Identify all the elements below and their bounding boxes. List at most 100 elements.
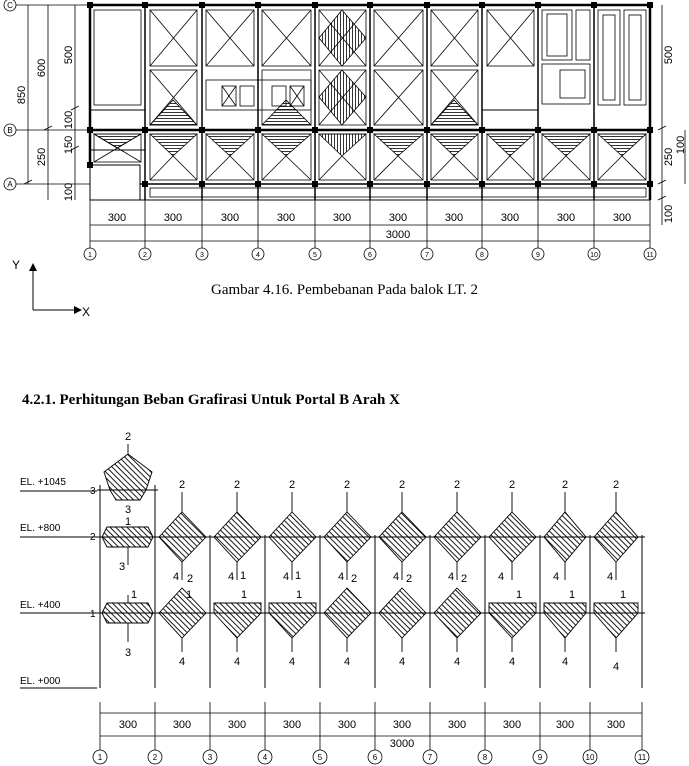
top-load-5: 2 [399,479,405,491]
bay-dim-6: 300 [389,212,407,224]
bay-dim-9: 300 [557,212,575,224]
dim-100-right-a: 100 [675,136,687,154]
lvl1-above-0: 1 [131,589,137,601]
bay-dim-10: 300 [613,212,631,224]
lvl2-small-3: 1 [295,570,301,582]
portal-bay-dim-5: 300 [338,719,356,731]
roof-load-mid: 1 [125,516,131,528]
col-label-5: 5 [313,252,317,259]
lvl1-below-1: 4 [179,656,185,668]
col-axis-bubbles [83,247,657,261]
portal-frame [20,485,645,689]
plan-panels-bottom [92,133,648,198]
elevation-000: EL. +000 [20,676,61,687]
plan-grid [88,3,652,201]
lvl1-below-0: 3 [125,647,131,659]
lvl1-above-7: 1 [516,589,522,601]
axis-y-label: Y [12,258,20,272]
row-label-a: A [7,180,13,189]
dim-500-right: 500 [663,46,675,64]
portal-col-3: 3 [208,753,213,762]
lvl2-small-4: 2 [351,573,357,585]
roof-load [103,453,153,501]
elevation-1045: EL. +1045 [20,477,66,488]
col-label-3: 3 [200,252,204,259]
row-label-b: B [7,126,12,135]
portal-bay-dim-1: 300 [119,719,137,731]
lvl2-below-1: 4 [173,571,179,583]
figure-caption: Gambar 4.16. Pembebanan Pada balok LT. 2 [210,282,479,298]
top-load-6: 2 [454,479,460,491]
lvl2-below-7: 4 [498,571,504,583]
level-num-2: 2 [90,532,96,543]
lvl2-below-8: 4 [553,571,559,583]
elevation-400: EL. +400 [20,600,61,611]
lvl2-below-2: 4 [228,571,234,583]
lvl1-above-3: 1 [296,589,302,601]
bay-dim-7: 300 [445,212,463,224]
lvl1-below-7: 4 [509,656,515,668]
dim-150-left: 150 [63,136,75,154]
bottom-dim-lines [89,200,651,250]
level-num-1: 1 [90,609,96,620]
portal-col-10: 10 [586,753,595,762]
lvl2-small-2: 1 [240,570,246,582]
portal-col-1: 1 [98,753,103,762]
section-heading: 4.2.1. Perhitungan Beban Grafirasi Untuk… [22,392,400,408]
portal-bay-dim-8: 300 [503,719,521,731]
portal-dim-lines [99,702,643,752]
lvl2-below-9: 4 [607,571,613,583]
level-loads [101,511,639,639]
lvl1-below-6: 4 [454,656,460,668]
top-load-4: 2 [344,479,350,491]
lvl2-below-6: 4 [448,571,454,583]
portal-total-dim: 3000 [390,738,414,750]
col-label-9: 9 [536,252,540,259]
elevation-800: EL. +800 [20,523,61,534]
bay-dim-2: 300 [164,212,182,224]
level-num-3: 3 [90,486,96,497]
lvl2-below-4: 4 [338,571,344,583]
right-dim-lines [657,5,686,225]
bay-dim-1: 300 [108,212,126,224]
col-label-2: 2 [143,252,147,259]
col-label-11: 11 [646,252,653,259]
lvl1-below-5: 4 [399,656,405,668]
top-load-2: 2 [234,479,240,491]
portal-bay-dim-10: 300 [607,719,625,731]
plan-panels-top [93,9,647,126]
portal-col-9: 9 [538,753,543,762]
portal-col-2: 2 [153,753,158,762]
lvl1-below-4: 4 [344,656,350,668]
bay-dim-8: 300 [501,212,519,224]
bay-dim-5: 300 [333,212,351,224]
portal-bay-dim-9: 300 [556,719,574,731]
lvl1-below-9: 4 [613,661,619,673]
dim-250: 250 [36,148,48,166]
col-label-6: 6 [368,252,372,259]
portal-col-11: 11 [638,753,647,762]
portal-col-5: 5 [318,753,323,762]
col-label-10: 10 [590,252,598,259]
top-load-1: 2 [179,479,185,491]
portal-col-8: 8 [483,753,488,762]
lvl1-above-2: 1 [241,589,247,601]
row-label-c: C [7,1,13,10]
portal-bay-dim-2: 300 [173,719,191,731]
left-dim-lines [23,5,80,200]
floor-plan: C B A 850 600 250 500 100 150 100 500 25… [3,0,687,261]
plan-hatch-centre [149,9,479,126]
top-load-9: 2 [613,479,619,491]
lvl1-below-8: 4 [562,656,568,668]
lvl2-small-6: 2 [461,573,467,585]
dim-500-left: 500 [63,46,75,64]
portal-col-7: 7 [428,753,433,762]
bay-dim-4: 300 [277,212,295,224]
lvl1-below-2: 4 [234,656,240,668]
col-label-1: 1 [88,252,92,259]
lvl2-small-1: 2 [187,573,193,585]
dim-600: 600 [36,59,48,77]
load-arrows [127,444,617,652]
lvl1-above-1: 1 [186,589,192,601]
portal-col-6: 6 [373,753,378,762]
